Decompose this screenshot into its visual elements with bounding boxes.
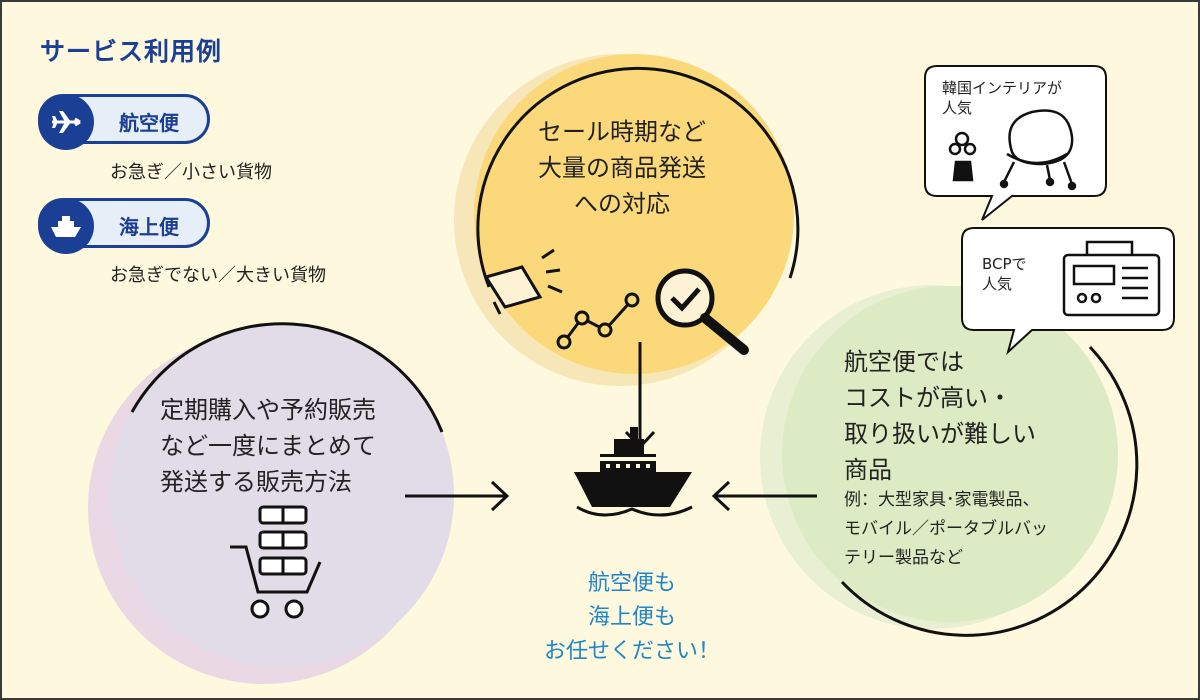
- arrow-right-head: [711, 480, 731, 512]
- page-title: サービス利用例: [40, 37, 223, 66]
- right-circle-note: 例：大型家具･家電製品、 モバイル／ポータブルバッ テリー製品など: [844, 486, 1094, 573]
- top-circle-outline: [476, 66, 800, 288]
- bcp-bubble-line: 人気: [982, 275, 1013, 293]
- center-message: 航空便も 海上便も お任せください！: [512, 567, 752, 669]
- left-circle-outline: [130, 322, 444, 433]
- right-circle-fill: [782, 286, 1118, 622]
- right-note-line: モバイル／ポータブルバッ: [844, 519, 1048, 539]
- right-circle-line: 商品: [844, 456, 892, 484]
- shopping-cart-icon: [230, 505, 322, 619]
- center-message-line: 航空便も: [587, 571, 676, 596]
- left-circle-fill: [110, 323, 454, 667]
- top-circle-line: 大量の商品発送: [538, 154, 706, 182]
- center-message-line: 海上便も: [587, 605, 676, 630]
- ship-icon: [574, 427, 693, 517]
- sea-shipping-label: 海上便: [119, 215, 179, 239]
- portable-battery-icon: [1062, 240, 1161, 317]
- air-shipping-desc: お急ぎ／小さい貨物: [110, 162, 272, 183]
- left-circle-line: など一度にまとめて: [160, 432, 376, 460]
- air-shipping-pill: 航空便: [38, 94, 210, 150]
- sea-shipping-desc: お急ぎでない／大きい貨物: [110, 265, 326, 286]
- right-circle-line: コストが高い・: [844, 384, 1012, 412]
- airplane-icon: [52, 111, 81, 133]
- magnifier-check-icon: [655, 268, 749, 355]
- airplane-icon-badge: [38, 94, 94, 150]
- right-circle-text: 航空便では コストが高い・ 取り扱いが難しい 商品: [844, 344, 1104, 488]
- center-message-line: お任せください！: [543, 639, 720, 664]
- korea-bubble-line: 人気: [942, 99, 973, 117]
- left-circle-text: 定期購入や予約販売 など一度にまとめて 発送する販売方法: [160, 392, 420, 500]
- right-circle-line: 取り扱いが難しい: [844, 420, 1036, 448]
- trend-chart-icon: [556, 292, 640, 350]
- left-circle-line: 発送する販売方法: [160, 468, 352, 496]
- sea-shipping-pill: 海上便: [38, 198, 210, 254]
- korea-bubble-line: 韓国インテリアが: [942, 79, 1063, 97]
- right-note-line: テリー製品など: [844, 548, 963, 568]
- connector-arrows: [405, 342, 817, 512]
- megaphone-icon: [483, 248, 563, 315]
- right-note-line: 例：大型家具･家電製品、: [844, 490, 1040, 510]
- chair-vase-icon: [948, 109, 1077, 191]
- top-circle-text: セール時期など 大量の商品発送 への対応: [502, 114, 742, 222]
- left-circle-line: 定期購入や予約販売: [160, 396, 376, 424]
- top-circle-line: への対応: [574, 190, 670, 218]
- air-shipping-label: 航空便: [119, 111, 179, 135]
- top-circle-line: セール時期など: [538, 118, 706, 146]
- right-circle-outline: [840, 345, 1139, 637]
- small-ship-icon: [51, 216, 81, 237]
- bcp-bubble-line: BCPで: [982, 255, 1027, 273]
- ship-icon-badge: [38, 198, 94, 254]
- bcp-bubble-text: BCPで 人気: [982, 254, 1062, 294]
- korea-bubble-text: 韓国インテリアが 人気: [942, 78, 1102, 118]
- arrow-left-head: [490, 480, 510, 512]
- right-circle-line: 航空便では: [844, 348, 964, 376]
